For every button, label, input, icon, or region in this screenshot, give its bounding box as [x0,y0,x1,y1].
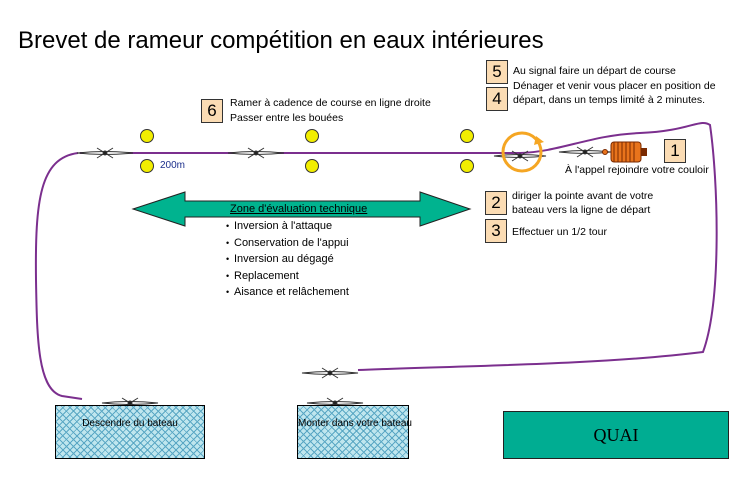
quai-block: QUAI [503,411,729,459]
step-5-number: 5 [486,60,508,84]
buoy [140,159,154,173]
buoys [140,129,474,173]
pontoon-board-label: Monter dans votre bateau [298,418,412,429]
pontoon-descend: Descendre du bateau [55,405,205,459]
buoy [460,129,474,143]
evaluation-zone-arrow [131,191,472,227]
step-4-text-line2: départ, dans un temps limité à 2 minutes… [513,94,706,106]
step-1-text: À l'appel rejoindre votre couloir [565,164,709,176]
list-item: Conservation de l'appui [226,235,349,252]
step-5-text: Au signal faire un départ de course [513,65,676,77]
list-item: Replacement [226,268,349,285]
zone-criteria-list: Inversion à l'attaque Conservation de l'… [226,218,349,301]
boat-icon [76,147,134,159]
diagram-title: Brevet de rameur compétition en eaux int… [18,27,544,54]
step-3-text: Effectuer un 1/2 tour [512,226,607,238]
step-2-text-line2: bateau vers la ligne de départ [512,204,651,216]
step-2-number: 2 [485,191,507,215]
buoy [460,159,474,173]
list-item: Aisance et relâchement [226,284,349,301]
half-turn-icon [501,131,544,173]
boat-icon [227,147,285,159]
buoy [305,159,319,173]
boats [76,146,612,409]
list-item: Inversion à l'attaque [226,218,349,235]
boat-icon [301,367,359,379]
pontoon-descend-label: Descendre du bateau [82,418,178,429]
step-4-number: 4 [486,87,508,111]
return-path [34,152,83,400]
buoy [140,129,154,143]
step-2-text-line1: diriger la pointe avant de votre [512,190,654,202]
buoy [305,129,319,143]
list-item: Inversion au dégagé [226,251,349,268]
step-6-number: 6 [201,99,223,123]
boat-icon [493,150,547,162]
pontoon-board: Monter dans votre bateau [297,405,412,459]
course-path [80,121,718,371]
start-pontoon-icon [602,141,647,163]
step-4-text-line1: Dénager et venir vous placer en position… [513,80,716,92]
distance-label: 200m [160,160,186,171]
step-6-text-line1: Ramer à cadence de course en ligne droit… [230,97,431,109]
step-3-number: 3 [485,219,507,243]
step-1-number: 1 [664,139,686,163]
zone-title: Zone d'évaluation technique [230,203,368,215]
step-6-text-line2: Passer entre les bouées [230,112,344,124]
